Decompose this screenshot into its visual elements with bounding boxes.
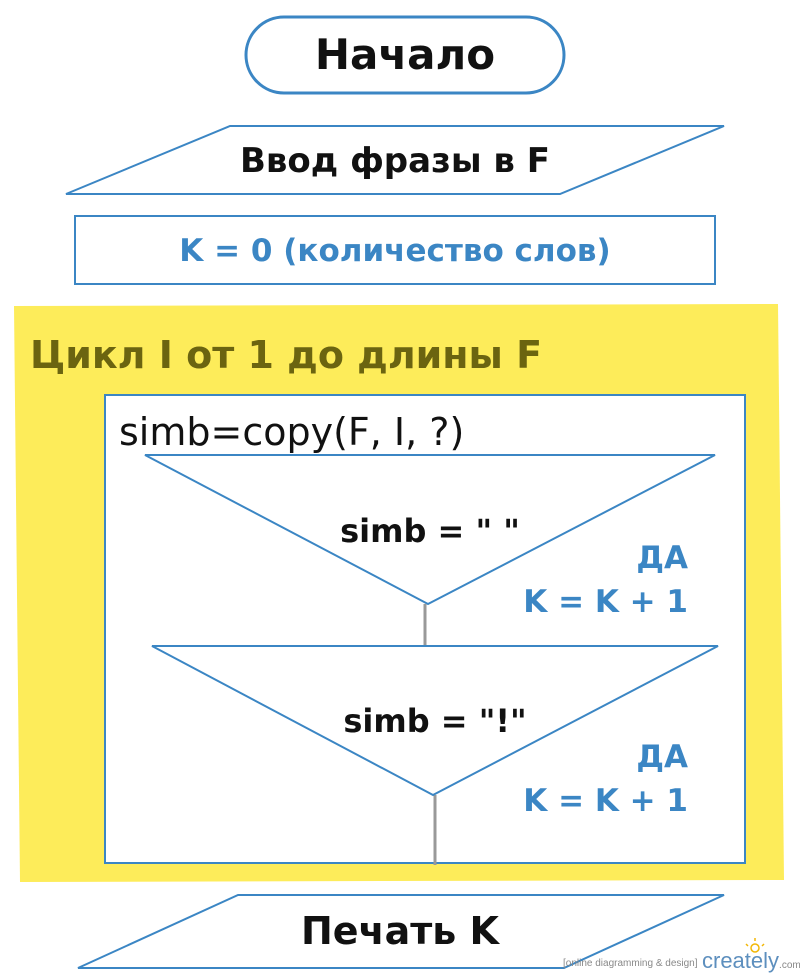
watermark-brand-name: creately — [702, 948, 780, 973]
assign-label: simb=copy(F, I, ?) — [119, 410, 465, 454]
init-process-box — [74, 215, 716, 285]
decision1-action: K = K + 1 — [523, 584, 688, 620]
watermark-domain: .com — [779, 960, 800, 971]
init-label: K = 0 (количество слов) — [179, 233, 611, 269]
input-parallelogram — [65, 125, 725, 195]
output-parallelogram — [77, 894, 725, 969]
decision2-action: K = K + 1 — [523, 783, 688, 819]
decision1-condition: simb = " " — [340, 512, 520, 550]
decision2-yes-label: ДА — [636, 739, 688, 775]
decision1-yes-label: ДА — [636, 540, 688, 576]
lightbulb-icon — [745, 938, 765, 953]
start-terminator — [244, 15, 566, 95]
watermark-tagline: [online diagramming & design] — [563, 958, 698, 969]
watermark-brand: creately.com — [702, 948, 800, 979]
input-label: Ввод фразы в F — [239, 141, 551, 181]
decision1-shape — [144, 454, 716, 606]
start-label: Начало — [314, 30, 496, 79]
decision2-condition: simb = "!" — [343, 702, 527, 740]
output-label: Печать K — [300, 909, 500, 953]
loop-title: Цикл I от 1 до длины F — [30, 333, 543, 377]
decision2-shape — [151, 645, 719, 797]
